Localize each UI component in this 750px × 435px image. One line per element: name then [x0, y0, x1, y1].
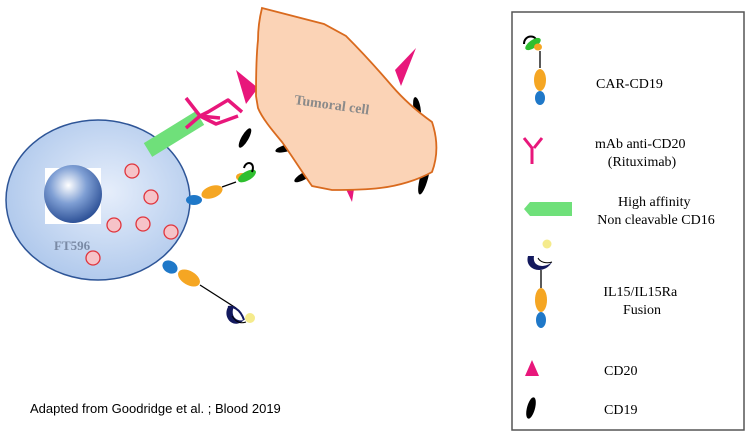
il15-fusion-icon: [527, 239, 553, 328]
mab-icon: [522, 137, 544, 164]
granule: [106, 217, 122, 233]
nucleus: [44, 165, 102, 223]
legend-box: [511, 11, 745, 431]
legend-label-cd20: CD20: [604, 364, 637, 379]
source-caption: Adapted from Goodridge et al. ; Blood 20…: [30, 401, 281, 416]
legend-label-mab: mAb anti-CD20 (Rituximab): [595, 137, 689, 170]
cd19-icon: [526, 397, 536, 419]
rituximab-bound: [184, 96, 244, 130]
legend-label-il15: IL15/IL15Ra Fusion: [603, 285, 680, 318]
il15-fusion-on-cell: [162, 260, 255, 324]
cd20-icon: [525, 360, 539, 376]
legend-label-cd19: CD19: [604, 403, 637, 418]
cd19-antigen: [238, 128, 252, 148]
cd20-antigen: [395, 48, 416, 86]
cd16-icon: [524, 202, 572, 216]
legend-label-car: CAR-CD19: [596, 77, 663, 92]
granule: [124, 163, 140, 179]
granule: [135, 216, 151, 232]
cd20-antigen: [236, 70, 258, 104]
car-cd19-on-cell: [186, 162, 256, 205]
legend: CAR-CD19 mAb anti-CD20 (Rituximab) High …: [511, 11, 745, 431]
legend-label-cd16: High affinity Non cleavable CD16: [597, 195, 714, 228]
granule: [85, 250, 101, 266]
granule: [143, 189, 159, 205]
car-cd19-icon: [523, 35, 546, 105]
granule: [163, 224, 179, 240]
ft596-label: FT596: [54, 238, 91, 253]
granules: [85, 163, 179, 266]
tumor-cell: [255, 6, 438, 191]
